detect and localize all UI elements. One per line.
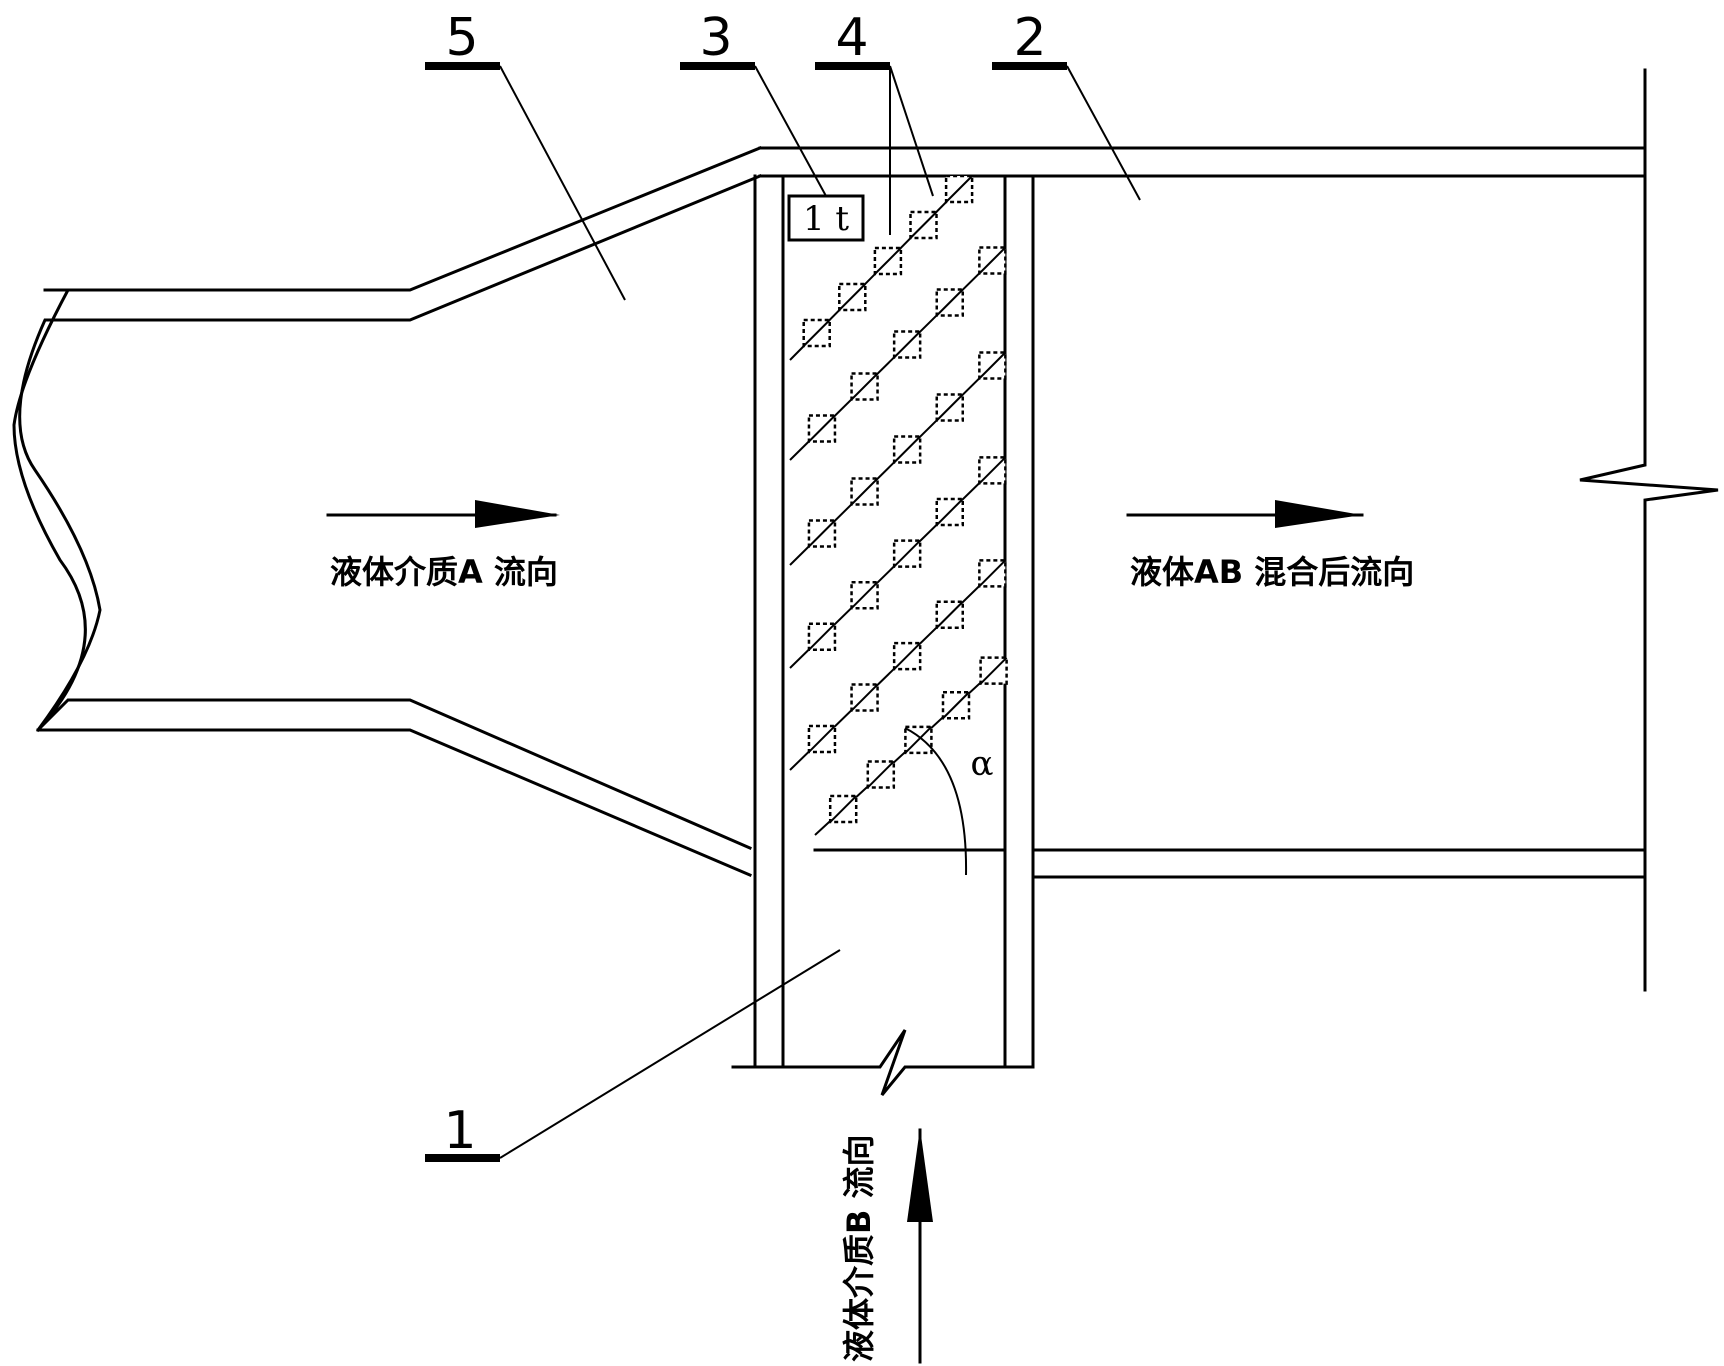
orifice-diagonal [936, 393, 964, 422]
outlet-pipe [758, 68, 1719, 992]
orifice-diagonal [850, 477, 879, 506]
orifice-diagonal [808, 623, 836, 651]
flow-arrow-b [907, 1128, 933, 1364]
orifice-diagonal [893, 435, 921, 464]
orifice-diagonal [978, 246, 1007, 275]
callout-3-number: 3 [699, 8, 732, 68]
callout-3: 3 [680, 8, 827, 197]
orifice-diagonal [850, 372, 879, 401]
orifice-diagonal [978, 559, 1007, 588]
orifice-diagonal [808, 414, 836, 443]
callout-5-number: 5 [445, 8, 478, 68]
callout-4: 4 [815, 8, 934, 235]
angle-arc [904, 727, 968, 876]
flow-label-ab: 液体AB 混合后流向 [1130, 553, 1414, 591]
orifice-diagonal [978, 351, 1007, 380]
callout-2: 2 [992, 8, 1141, 201]
callout-1-number: 1 [443, 1101, 476, 1161]
orifice-marker-label: 1 t [803, 199, 849, 239]
orifice-diagonal [893, 642, 921, 670]
orifice-diagonal [909, 211, 938, 239]
orifice-diagonal [978, 456, 1007, 485]
orifice-diagonal [904, 726, 933, 754]
flow-label-b: 液体介质B 流向 [840, 1134, 878, 1362]
orifice-diagonal [936, 498, 964, 526]
orifice-diagonal [942, 691, 970, 719]
perforated-plates [789, 174, 1008, 836]
orifice-diagonal [850, 581, 879, 609]
orifice-diagonal [936, 601, 964, 629]
orifice-diagonal [867, 760, 895, 789]
orifice-diagonal [838, 283, 867, 311]
orifice-diagonal [893, 539, 921, 568]
orifice-diagonal [979, 656, 1008, 685]
orifice-diagonal [808, 725, 836, 753]
orifice-diagonal [808, 519, 836, 548]
callout-4-number: 4 [835, 8, 868, 68]
orifice-diagonal [936, 288, 964, 317]
flow-label-a: 液体介质A 流向 [330, 553, 558, 591]
branch-pipe [731, 174, 1035, 1096]
callout-5: 5 [425, 8, 626, 301]
orifice-diagonal [874, 247, 902, 275]
orifice-diagonal [945, 175, 973, 203]
angle-label: α [971, 744, 994, 784]
orifice-diagonal [850, 683, 879, 712]
inlet-reducer-pipe [12, 146, 762, 877]
flow-arrow-a [326, 500, 560, 528]
orifice-diagonal [893, 330, 921, 359]
orifice-diagonal [802, 319, 831, 347]
callout-2-number: 2 [1013, 8, 1046, 68]
callout-1: 1 [425, 949, 841, 1162]
orifice-diagonal [829, 795, 857, 823]
flow-arrow-ab [1126, 500, 1364, 528]
